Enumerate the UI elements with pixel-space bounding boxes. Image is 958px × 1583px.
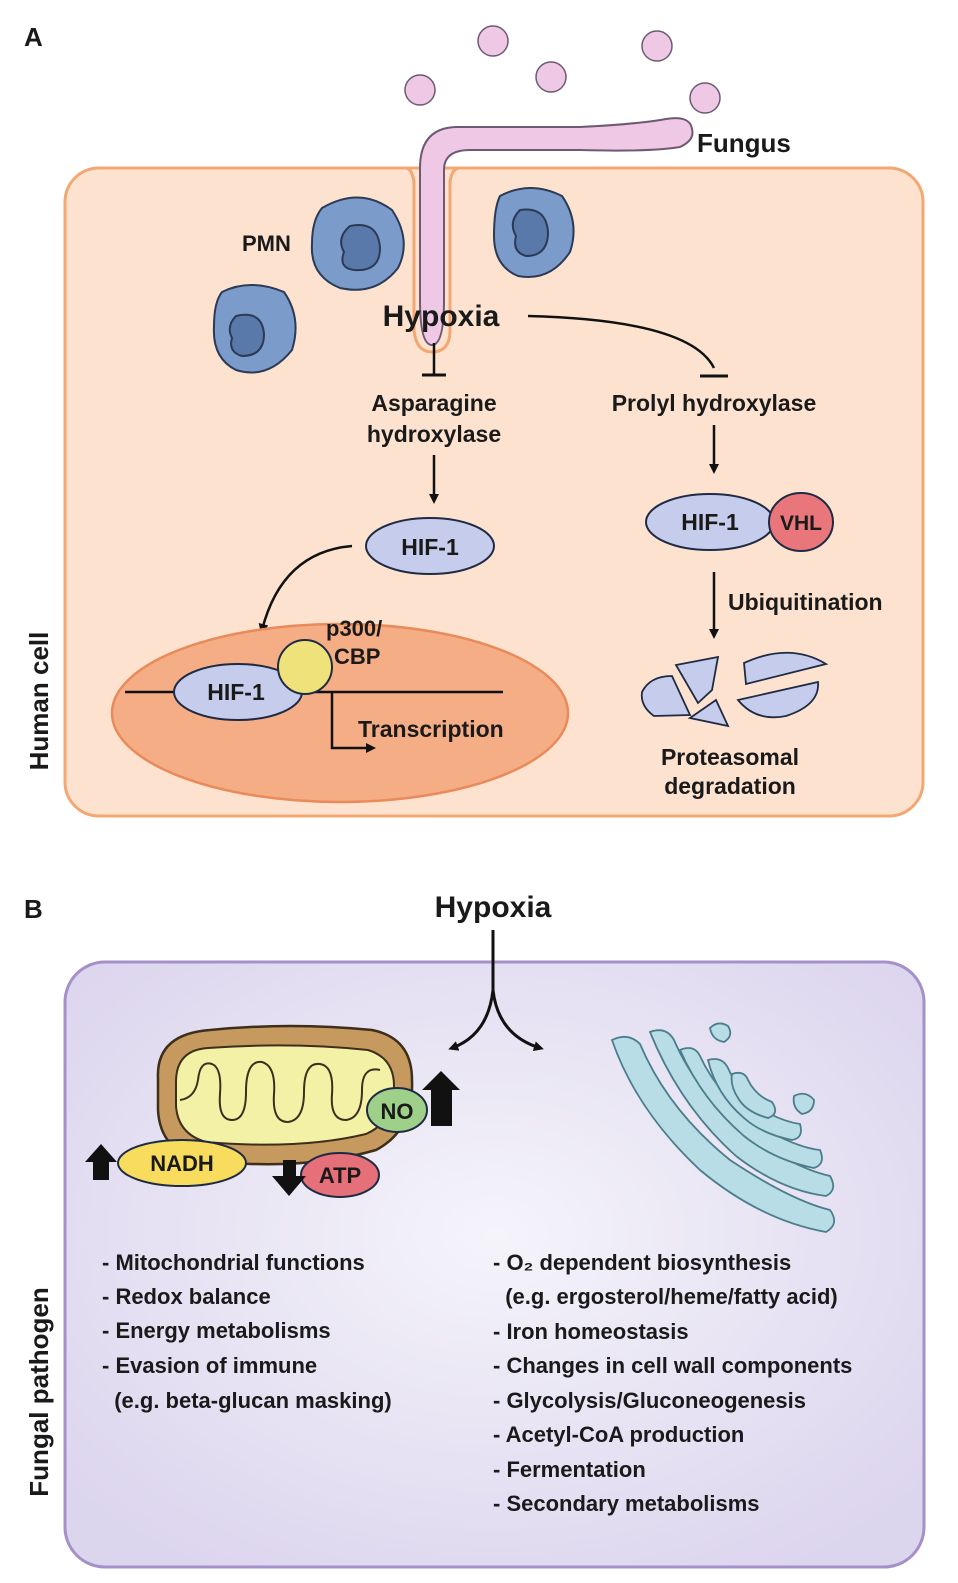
left-list-item: (e.g. beta-glucan masking) bbox=[102, 1388, 392, 1413]
hif1-vhl-label: HIF-1 bbox=[681, 509, 739, 535]
pmn-cell bbox=[212, 284, 297, 374]
no-badge: NO bbox=[366, 1087, 428, 1133]
transcription-arrow bbox=[330, 693, 376, 753]
right-list-item: (e.g. ergosterol/heme/fatty acid) bbox=[493, 1284, 838, 1309]
hypoxia-label-b: Hypoxia bbox=[435, 891, 552, 924]
nadh-badge: NADH bbox=[117, 1139, 247, 1187]
p300-label-line2: CBP bbox=[334, 644, 380, 669]
right-list-item: - Acetyl-CoA production bbox=[493, 1422, 744, 1447]
mitochondrion bbox=[156, 1024, 414, 1166]
atp-badge: ATP bbox=[300, 1152, 380, 1198]
proteasomal-label-line2: degradation bbox=[664, 773, 796, 799]
left-list-item: - Evasion of immune bbox=[102, 1353, 317, 1378]
p300-cbp bbox=[277, 639, 333, 695]
atp-down-arrow-icon bbox=[272, 1160, 306, 1196]
fungal-hypha bbox=[419, 117, 694, 347]
hif1-nucleus: HIF-1 bbox=[173, 663, 303, 721]
vhl-label: VHL bbox=[780, 512, 822, 535]
transcription-label: Transcription bbox=[358, 716, 504, 742]
fungal-spores bbox=[404, 25, 721, 114]
hypha-membrane-fold bbox=[404, 166, 461, 354]
prolyl-label: Prolyl hydroxylase bbox=[612, 390, 817, 416]
pmn-label: PMN bbox=[242, 231, 291, 256]
hif1-free-label: HIF-1 bbox=[401, 534, 459, 560]
er-effects-list: - O₂ dependent biosynthesis (e.g. ergost… bbox=[493, 1250, 852, 1516]
human-cell-side-label: Human cell bbox=[24, 632, 54, 771]
hif1-nucleus-label: HIF-1 bbox=[207, 679, 265, 705]
nadh-label: NADH bbox=[150, 1151, 214, 1176]
right-list-item: - Iron homeostasis bbox=[493, 1319, 689, 1344]
proteasomal-label-line1: Proteasomal bbox=[661, 744, 799, 770]
left-list-item: - Redox balance bbox=[102, 1284, 271, 1309]
asparagine-label-line1: Asparagine bbox=[371, 390, 496, 416]
right-list-item: - O₂ dependent biosynthesis bbox=[493, 1250, 791, 1275]
right-list-item: - Changes in cell wall components bbox=[493, 1353, 852, 1378]
hypoxia-arrow-right bbox=[491, 989, 544, 1051]
degraded-protein-fragments bbox=[640, 651, 829, 728]
p300-label-line1: p300/ bbox=[326, 616, 382, 641]
mitochondrial-effects-list: - Mitochondrial functions - Redox balanc… bbox=[102, 1250, 392, 1413]
right-list-item: - Glycolysis/Gluconeogenesis bbox=[493, 1388, 806, 1413]
fungus-label: Fungus bbox=[697, 128, 791, 158]
fungal-pathogen-side-label: Fungal pathogen bbox=[24, 1287, 54, 1496]
hypoxia-label-a: Hypoxia bbox=[383, 300, 500, 333]
hif1-vhl-complex: HIF-1 VHL bbox=[645, 492, 834, 552]
no-label: NO bbox=[381, 1099, 414, 1124]
pmn-cell bbox=[310, 196, 405, 291]
atp-label: ATP bbox=[319, 1163, 361, 1188]
hif1-free: HIF-1 bbox=[365, 517, 495, 575]
left-list-item: - Mitochondrial functions bbox=[102, 1250, 365, 1275]
no-up-arrow-icon bbox=[422, 1071, 460, 1126]
pmn-cell bbox=[492, 187, 575, 278]
endoplasmic-reticulum bbox=[610, 1022, 836, 1233]
arrow-hif1-to-nucleus bbox=[258, 544, 353, 634]
right-list-item: - Fermentation bbox=[493, 1457, 646, 1482]
hypoxia-arrow-left bbox=[448, 989, 495, 1051]
asparagine-label-line2: hydroxylase bbox=[367, 421, 501, 447]
ubiquitination-label: Ubiquitination bbox=[728, 589, 883, 615]
left-list-item: - Energy metabolisms bbox=[102, 1318, 331, 1343]
panel-b-label: B bbox=[24, 894, 43, 924]
panel-a-label: A bbox=[24, 22, 43, 52]
inhibition-line-prolyl bbox=[527, 314, 716, 369]
nadh-up-arrow-icon bbox=[85, 1144, 117, 1180]
right-list-item: - Secondary metabolisms bbox=[493, 1491, 760, 1516]
